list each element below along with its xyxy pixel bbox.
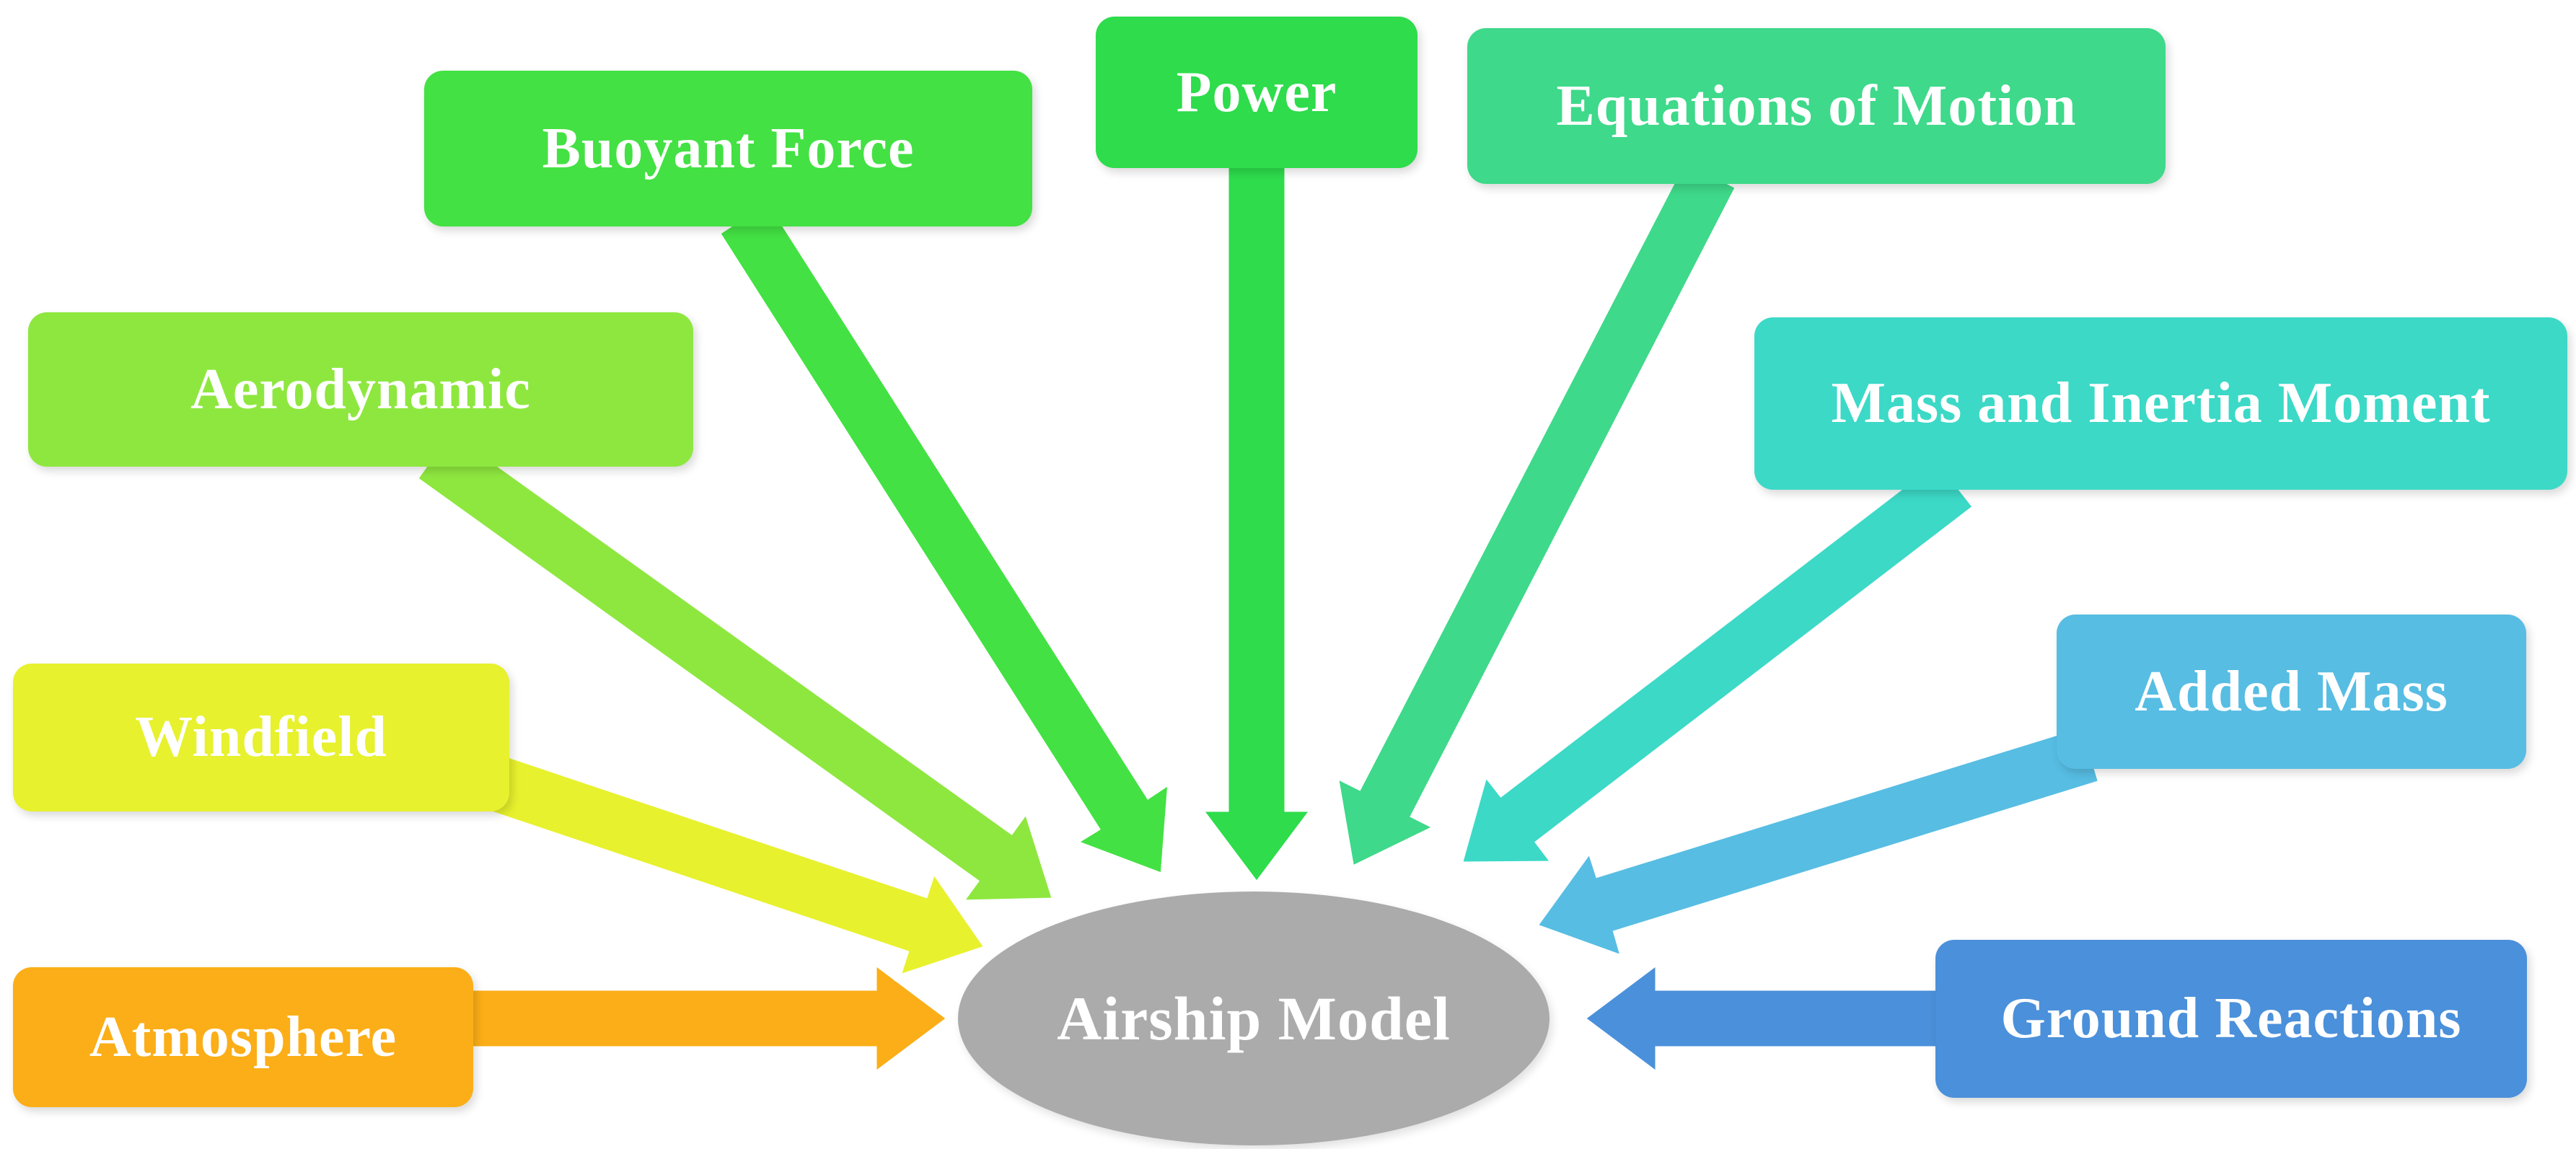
node-airship-model-label: Airship Model xyxy=(1057,984,1451,1053)
arrow-mass-and-inertia-moment xyxy=(1456,456,1979,867)
arrow-power xyxy=(1195,156,1318,889)
arrow-windfield xyxy=(434,734,991,982)
node-aerodynamic-label: Aerodynamic xyxy=(190,357,531,421)
node-added-mass-label: Added Mass xyxy=(2135,659,2448,723)
node-buoyant-force: Buoyant Force xyxy=(424,71,1032,226)
node-equations-of-motion-label: Equations of Motion xyxy=(1556,74,2077,138)
arrow-atmosphere xyxy=(430,957,954,1080)
node-windfield: Windfield xyxy=(13,664,509,811)
arrow-equations-of-motion xyxy=(1332,156,1741,873)
node-atmosphere-label: Atmosphere xyxy=(89,1005,397,1069)
node-ground-reactions: Ground Reactions xyxy=(1935,940,2527,1098)
node-power: Power xyxy=(1096,17,1417,168)
node-aerodynamic: Aerodynamic xyxy=(28,312,693,467)
node-added-mass: Added Mass xyxy=(2057,615,2526,769)
node-equations-of-motion: Equations of Motion xyxy=(1467,28,2166,184)
node-mass-and-inertia-moment: Mass and Inertia Moment xyxy=(1754,317,2567,490)
node-mass-and-inertia-moment-label: Mass and Inertia Moment xyxy=(1831,371,2491,435)
arrow-buoyant-force xyxy=(714,196,1174,879)
node-airship-model: Airship Model xyxy=(958,892,1549,1145)
node-buoyant-force-label: Buoyant Force xyxy=(542,116,915,180)
arrow-aerodynamic xyxy=(412,426,1058,905)
arrow-ground-reactions xyxy=(1578,957,1951,1080)
node-power-label: Power xyxy=(1176,60,1337,124)
node-atmosphere: Atmosphere xyxy=(13,967,473,1107)
node-windfield-label: Windfield xyxy=(135,705,387,769)
arrow-added-mass xyxy=(1531,721,2104,962)
node-ground-reactions-label: Ground Reactions xyxy=(2000,987,2462,1050)
